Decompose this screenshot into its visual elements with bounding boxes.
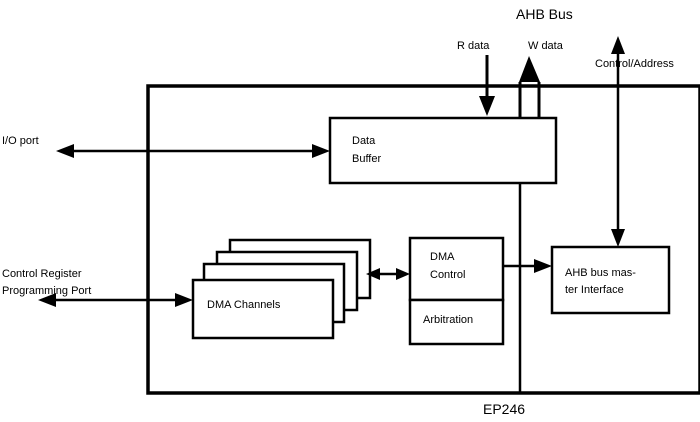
w-data-arrow: [518, 56, 541, 118]
io-port-arrow: [56, 144, 330, 158]
r-data-arrow: [479, 55, 495, 116]
w-data-label: W data: [528, 40, 564, 52]
ahb-bus-title: AHB Bus: [516, 6, 573, 22]
channels-to-control-arrow: [366, 268, 410, 280]
io-port-label: I/O port: [2, 135, 39, 147]
dma-control-block: [408, 236, 505, 302]
dma-control-label-2: Control: [430, 269, 465, 281]
ep246-chip-frame: [146, 84, 700, 395]
control-register-arrow: [38, 293, 193, 307]
data-buffer-label-1: Data: [352, 135, 376, 147]
control-register-label-2: Programming Port: [2, 285, 91, 297]
control-address-label: Control/Address: [595, 58, 674, 70]
control-address-arrow: [611, 36, 625, 247]
r-data-label: R data: [457, 40, 490, 52]
data-buffer-block: [328, 116, 558, 185]
arbitration-block: [408, 298, 505, 346]
dma-channels-block: [191, 278, 335, 340]
control-register-label-1: Control Register: [2, 268, 82, 280]
ahb-master-label-1: AHB bus mas-: [565, 267, 636, 279]
arbitration-label: Arbitration: [423, 314, 473, 326]
ahb-master-interface-block: [550, 245, 671, 315]
ahb-master-label-2: ter Interface: [565, 284, 624, 296]
dma-channels-label: DMA Channels: [207, 299, 281, 311]
control-to-master-arrow: [503, 259, 552, 273]
data-buffer-label-2: Buffer: [352, 153, 381, 165]
dma-control-label-1: DMA: [430, 251, 455, 263]
chip-name-label: EP246: [483, 401, 525, 417]
